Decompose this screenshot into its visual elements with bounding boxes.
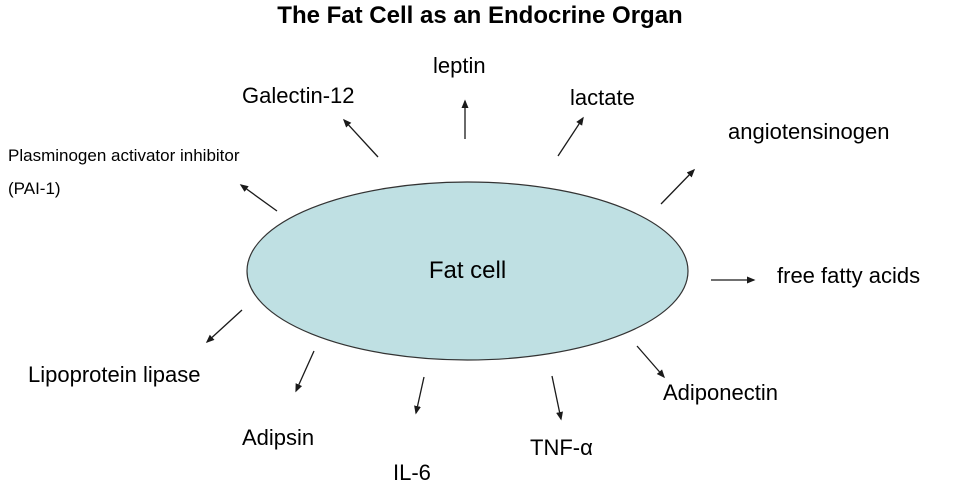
label-pai-1-line1: Plasminogen activator inhibitor [8, 146, 240, 165]
label-angiotensinogen: angiotensinogen [728, 119, 890, 144]
arrow-to-tnf_alpha [551, 375, 563, 421]
label-lipoprotein-lipase: Lipoprotein lipase [28, 362, 201, 387]
label-adiponectin: Adiponectin [663, 380, 778, 405]
fat-cell-ellipse [246, 181, 689, 361]
label-leptin: leptin [433, 53, 486, 78]
arrow-to-angiotensinogen [660, 168, 696, 205]
arrow-to-adipsin [295, 350, 315, 393]
arrow-to-adiponectin [636, 345, 665, 379]
label-galectin-12: Galectin-12 [242, 83, 355, 108]
arrow-to-il6 [414, 376, 425, 415]
arrow-to-galectin12 [342, 118, 379, 158]
label-free-fatty-acids: free fatty acids [777, 263, 921, 288]
arrow-to-lactate [557, 116, 584, 157]
arrow-to-pai1 [239, 184, 278, 212]
arrow-to-lipoprotein_lipase [205, 309, 243, 344]
label-il-6: IL-6 [393, 460, 431, 485]
label-pai-1-line2: (PAI-1) [8, 179, 61, 198]
arrow-group [205, 99, 756, 421]
diagram-title: The Fat Cell as an Endocrine Organ [277, 2, 683, 29]
label-adipsin: Adipsin [242, 425, 315, 450]
label-tnf-alpha: TNF-α [530, 435, 593, 460]
label-lactate: lactate [570, 85, 635, 110]
